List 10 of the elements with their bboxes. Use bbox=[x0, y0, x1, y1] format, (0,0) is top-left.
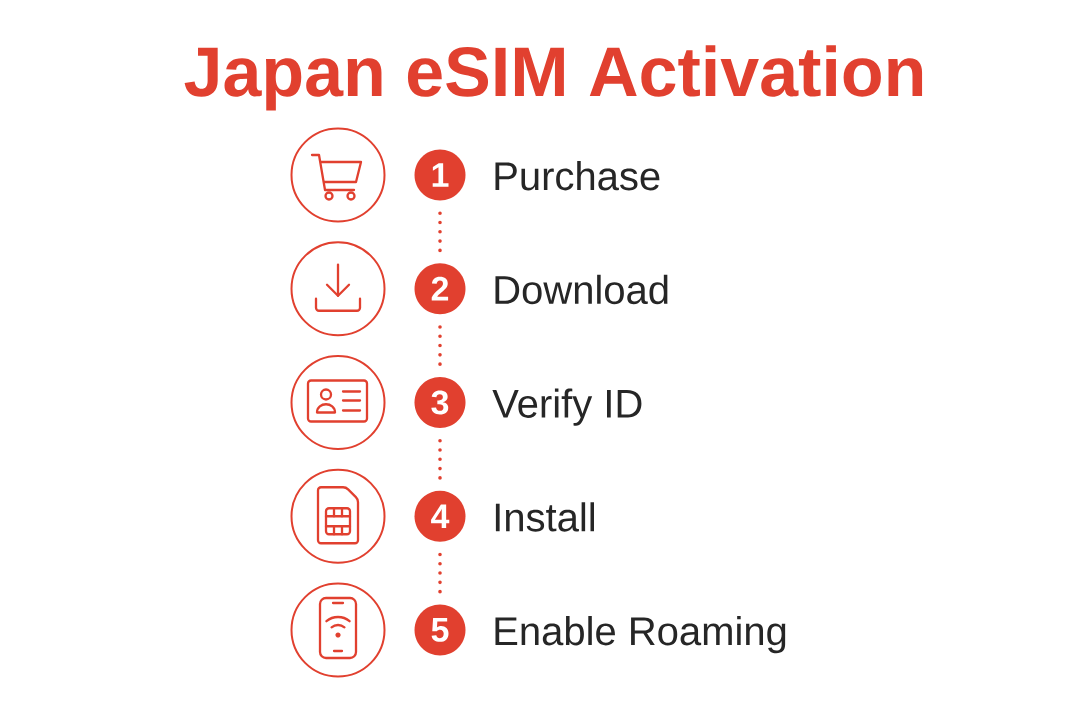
dotted-line bbox=[438, 325, 442, 367]
step-label: Download bbox=[495, 274, 668, 305]
title: Japan eSIM Activation bbox=[184, 45, 923, 111]
dotted-line bbox=[438, 438, 442, 480]
step-label: Purchase bbox=[495, 161, 660, 191]
dotted-line bbox=[438, 211, 442, 253]
step-label: Enable Roaming bbox=[495, 616, 786, 654]
step-label: Verify ID bbox=[492, 388, 642, 426]
dotted-line bbox=[438, 552, 442, 594]
step-label: Install bbox=[495, 502, 594, 532]
